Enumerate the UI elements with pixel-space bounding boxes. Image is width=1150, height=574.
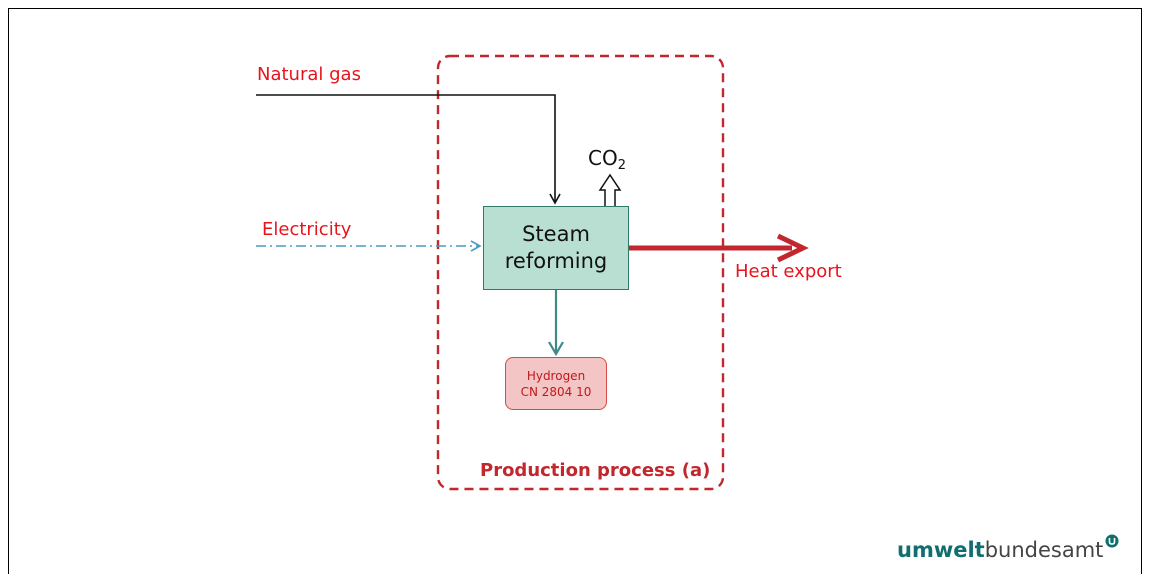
electricity-label: Electricity (262, 219, 352, 240)
steam-reforming-process: Steam reforming (483, 206, 629, 290)
heat-export-arrowhead (776, 233, 809, 263)
boundary-title: Production process (a) (480, 460, 711, 481)
co2-label: CO2 (588, 146, 626, 173)
figure-frame (8, 8, 1142, 574)
logo-regular-text: bundesamt (984, 538, 1104, 562)
process-boundary (436, 54, 725, 491)
logo-bold-text: umwelt (897, 538, 985, 562)
heat-export-label: Heat export (735, 261, 842, 282)
product-label-line2: CN 2804 10 (520, 384, 592, 399)
co2-main: CO (588, 146, 618, 170)
co2-subscript: 2 (617, 158, 626, 173)
umweltbundesamt-logo: umweltbundesamt (897, 534, 1119, 562)
process-label-line1: Steam (522, 222, 590, 246)
hydrogen-product: Hydrogen CN 2804 10 (505, 357, 607, 410)
product-label-line1: Hydrogen (526, 368, 586, 383)
logo-mark-icon (1105, 534, 1119, 548)
natural-gas-label: Natural gas (257, 64, 361, 85)
process-label-line2: reforming (504, 249, 608, 273)
natural-gas-flow (256, 94, 561, 205)
